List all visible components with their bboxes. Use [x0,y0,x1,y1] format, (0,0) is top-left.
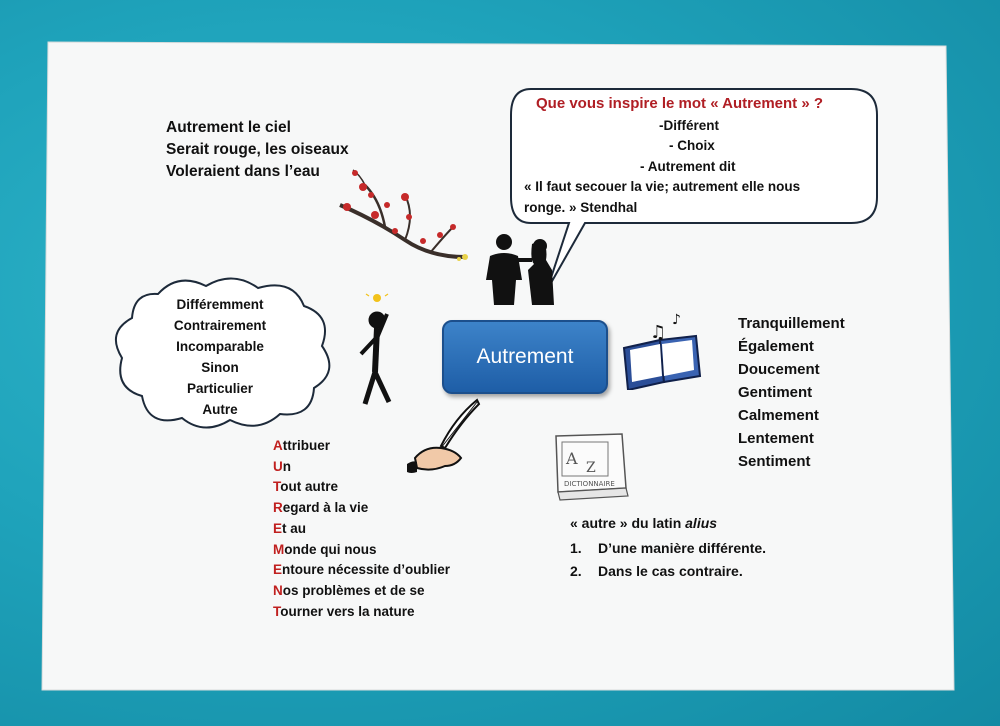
cloud-word: Différemment [176,297,264,312]
bubble-item: - Autrement dit [640,159,736,174]
bubble-quote: « Il faut secouer la vie; autrement elle… [524,179,801,194]
adverb-item: Calmement [738,407,819,424]
stick-figure-idea-icon [359,293,392,405]
dictionary-book-icon: A Z DICTIONNAIRE [555,433,629,501]
bubble-question: Que vous inspire le mot « Autrement » ? [536,95,824,112]
cloud-word: Autre [202,402,238,417]
adverb-item: Tranquillement [738,315,845,332]
speech-bubble [510,88,878,285]
svg-text:♫: ♫ [650,322,666,343]
latin-word: alius [685,515,718,531]
dictionary-letter-z: Z [586,460,596,476]
poem-line: Autrement le ciel [166,119,291,136]
etymology-item: 2.Dans le cas contraire. [570,563,743,579]
poem-line: Serait rouge, les oiseaux [166,141,349,158]
adverb-item: Lentement [738,430,814,447]
etymology-item: 1.D’une manière différente. [570,540,767,556]
cloud-word: Incomparable [176,339,264,354]
interview-silhouette-icon [486,234,554,305]
cloud-word: Contrairement [173,318,267,333]
acrostic-line: Entoure nécessite d’oublier [273,562,451,578]
poem: Autrement le ciel Serait rouge, les oise… [166,117,349,183]
adverb-item: Sentiment [738,453,811,470]
quill-writing-hand-icon [407,398,481,473]
acrostic-line: Monde qui nous [273,541,377,557]
center-title-box: Autrement [442,320,608,394]
cloud-word: Sinon [201,360,239,375]
dictionary-letter-a: A [565,449,578,468]
poem-line: Voleraient dans l’eau [166,163,320,180]
acrostic-line: Tourner vers la nature [273,603,415,619]
adverb-list: Tranquillement Également Doucement Genti… [738,312,845,473]
adverb-item: Également [738,338,814,355]
dictionary-label: DICTIONNAIRE [564,480,615,488]
cloud-words: Différemment Contrairement Incomparable … [150,294,290,420]
blossom-branch-illustration [339,169,468,261]
synonym-cloud [114,277,331,429]
acrostic-line: Attribuer [273,438,330,453]
etymology: « autre » du latin alius 1.D’une manière… [570,512,766,583]
adverb-item: Gentiment [738,384,813,401]
bubble-item: -Différent [659,118,719,133]
acrostic-line: Et au [273,520,307,536]
acrostic-line: Un [273,458,291,474]
acrostic-line: Tout autre [273,479,339,495]
etymology-intro: « autre » du latin alius [570,515,718,531]
svg-text:♪: ♪ [672,312,681,328]
music-book-icon: ♫ ♪ [622,312,702,390]
bubble-quote: ronge. » Stendhal [524,200,638,215]
adverb-item: Doucement [738,361,820,378]
cloud-word: Particulier [186,381,254,396]
acrostic-line: Nos problèmes et de se [273,582,425,598]
acrostic-line: Regard à la vie [273,500,369,516]
acrostic-poem: Attribuer Un Tout autre Regard à la vie … [273,436,450,622]
bubble-item: - Choix [669,138,715,153]
